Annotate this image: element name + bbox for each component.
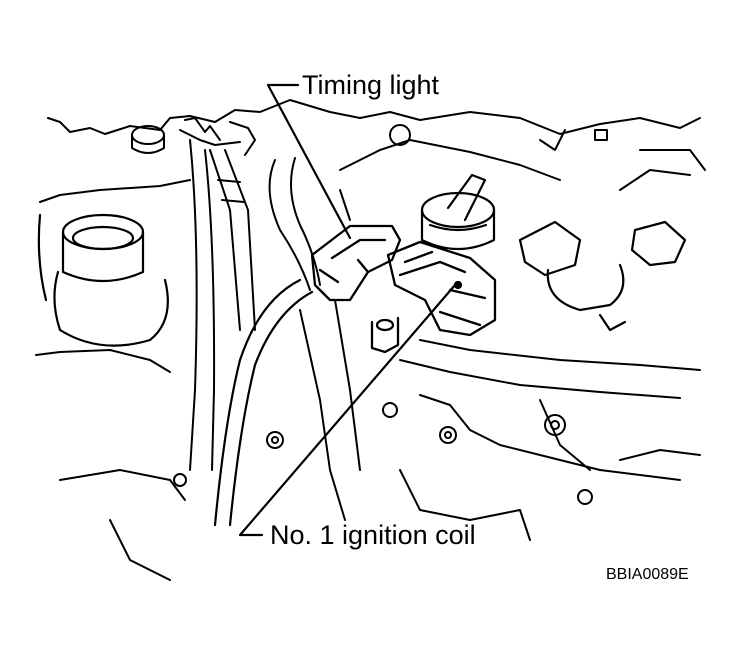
engine-bay-outline [47,99,701,135]
timing-light-leader [266,83,352,240]
ignition-coil [370,240,497,354]
timing-light-label: Timing light [302,70,440,100]
bolts [173,124,593,505]
timing-light-cable [213,278,302,527]
oil-filler-cap [420,173,496,250]
reservoir [37,213,169,347]
ignition-coil-leader [238,283,457,537]
right-connectors [518,220,687,332]
figure-code: BBIA0089E [606,566,689,583]
timing-light-clamp [310,224,402,302]
ignition-coil-label: No. 1 ignition coil [270,520,476,550]
